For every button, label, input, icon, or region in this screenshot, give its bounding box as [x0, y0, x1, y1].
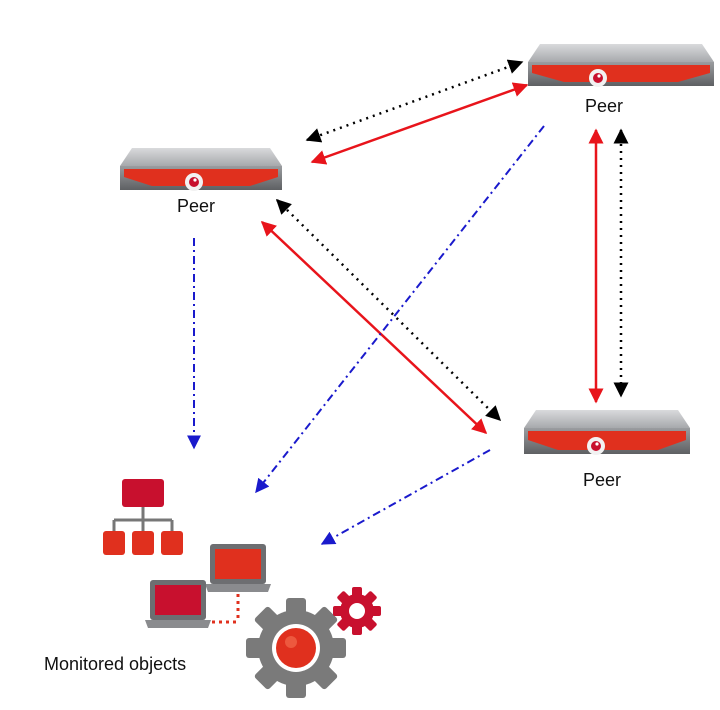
link-blue-bottomright-monitored	[320, 449, 491, 545]
link-black-left-bottomright	[275, 198, 502, 422]
peer-device-top-right[interactable]	[528, 44, 714, 87]
network-hierarchy-icon	[103, 479, 183, 555]
peer-label-bottom-right: Peer	[582, 470, 622, 490]
monitored-objects-label: Monitored objects	[44, 654, 187, 674]
laptop-connector	[212, 594, 240, 624]
peer-device-bottom-right[interactable]	[524, 410, 690, 455]
gear-icon	[333, 587, 381, 635]
link-blue-topright-monitored	[255, 125, 545, 494]
laptop-icon	[145, 580, 211, 628]
peer-device-left[interactable]	[120, 148, 282, 191]
peer-label-top-right: Peer	[584, 96, 624, 116]
gear-icon	[246, 598, 346, 698]
link-black-left-topright	[305, 59, 524, 143]
laptop-icon	[205, 544, 271, 592]
link-red-left-bottomright	[260, 220, 488, 435]
peer-label-left: Peer	[176, 196, 216, 216]
link-red-left-topright	[310, 82, 529, 165]
